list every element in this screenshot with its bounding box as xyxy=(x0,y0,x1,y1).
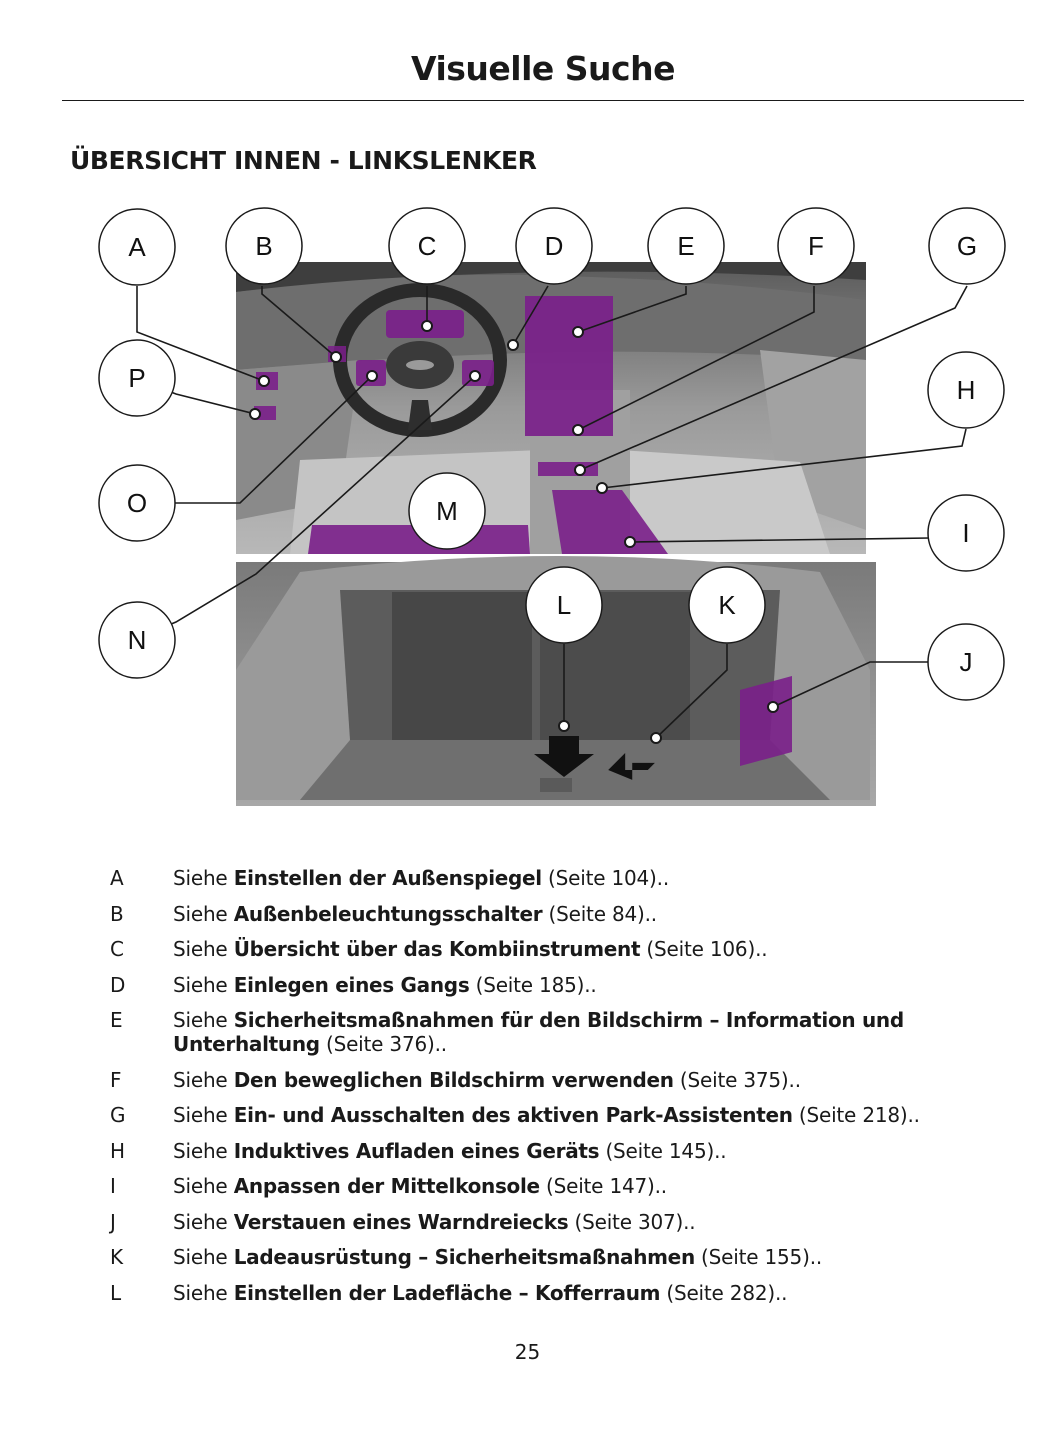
interior-illustration: A B C D E F G H I J K L M N O P xyxy=(98,207,1006,806)
callout-i: I xyxy=(962,518,969,548)
legend-key: A xyxy=(110,866,124,890)
legend-item: C Siehe Übersicht über das Kombiinstrume… xyxy=(108,937,1008,961)
legend-item: I Siehe Anpassen der Mittelkonsole (Seit… xyxy=(108,1174,1008,1198)
legend-item: A Siehe Einstellen der Außenspiegel (Sei… xyxy=(108,866,1008,890)
callout-a: A xyxy=(128,232,146,262)
legend-link[interactable]: Ein- und Ausschalten des aktiven Park-As… xyxy=(233,1103,793,1127)
legend-key: H xyxy=(110,1138,125,1163)
callout-k: K xyxy=(718,590,736,620)
callout-n: N xyxy=(128,625,147,655)
legend-item: L Siehe Einstellen der Ladefläche – Koff… xyxy=(108,1281,1008,1305)
legend-link[interactable]: Einstellen der Außenspiegel xyxy=(233,866,542,890)
callout-f: F xyxy=(808,231,824,261)
legend-key: C xyxy=(110,937,124,961)
legend-item: D Siehe Einlegen eines Gangs (Seite 185)… xyxy=(108,973,1008,997)
callout-h: H xyxy=(957,375,976,405)
legend-key: K xyxy=(110,1245,123,1269)
callout-c: C xyxy=(418,231,437,261)
page-title: Visuelle Suche xyxy=(411,49,675,88)
legend-key: G xyxy=(110,1103,126,1127)
arrow-diagonal-icon xyxy=(608,753,655,780)
interior-overview-figure: A B C D E F G H I J K L M N O P xyxy=(0,200,1055,820)
callout-o: O xyxy=(127,488,147,518)
legend-key: D xyxy=(110,972,126,997)
legend-item: J Siehe Verstauen eines Warndreiecks (Se… xyxy=(108,1210,1008,1234)
highlight-warning-triangle-storage xyxy=(740,676,792,766)
callout-p: P xyxy=(128,363,145,393)
legend-link[interactable]: Verstauen eines Warndreiecks xyxy=(233,1209,569,1234)
legend-text: Siehe Ein- und Ausschalten des aktiven P… xyxy=(173,1103,920,1127)
legend-text: Siehe Den beweglichen Bildschirm verwend… xyxy=(173,1067,801,1092)
legend-key: E xyxy=(110,1008,123,1032)
legend-link[interactable]: Ladeausrüstung – Sicherheitsmaßnahmen xyxy=(233,1245,695,1269)
legend-text: Siehe Einlegen eines Gangs (Seite 185).. xyxy=(173,972,597,997)
legend-item: E Siehe Sicherheitsmaßnahmen für den Bil… xyxy=(108,1008,1008,1056)
section-title: ÜBERSICHT INNEN - LINKSLENKER xyxy=(70,146,537,175)
legend-item: F Siehe Den beweglichen Bildschirm verwe… xyxy=(108,1068,1008,1092)
callout-g: G xyxy=(957,231,977,261)
callout-circles xyxy=(98,207,1006,701)
callout-d: D xyxy=(545,231,564,261)
legend-key: I xyxy=(110,1174,116,1198)
legend-key: B xyxy=(110,901,124,926)
legend-key: L xyxy=(110,1280,121,1305)
arrow-down-icon xyxy=(534,736,594,777)
callout-b: B xyxy=(255,231,272,261)
legend-text: Siehe Einstellen der Außenspiegel (Seite… xyxy=(173,866,669,890)
legend-text: Siehe Induktives Aufladen eines Geräts (… xyxy=(173,1138,727,1163)
legend-link[interactable]: Induktives Aufladen eines Geräts xyxy=(233,1138,600,1163)
leader-dots xyxy=(249,320,779,744)
highlight-touchscreen xyxy=(525,296,613,436)
legend-link[interactable]: Einlegen eines Gangs xyxy=(233,972,470,997)
callout-j: J xyxy=(960,647,973,677)
page-header: Visuelle Suche xyxy=(62,44,1024,101)
legend-text: Siehe Verstauen eines Warndreiecks (Seit… xyxy=(173,1209,696,1234)
callout-m: M xyxy=(436,496,458,526)
legend-list: A Siehe Einstellen der Außenspiegel (Sei… xyxy=(108,866,1008,1316)
legend-text: Siehe Ladeausrüstung – Sicherheitsmaßnah… xyxy=(173,1245,823,1269)
legend-link[interactable]: Übersicht über das Kombiinstrument xyxy=(233,937,641,961)
legend-item: G Siehe Ein- und Ausschalten des aktiven… xyxy=(108,1103,1008,1127)
legend-link[interactable]: Anpassen der Mittelkonsole xyxy=(233,1174,540,1198)
legend-link[interactable]: Sicherheitsmaßnahmen für den Bildschirm … xyxy=(173,1008,904,1056)
callout-l: L xyxy=(557,590,571,620)
legend-item: B Siehe Außenbeleuchtungsschalter (Seite… xyxy=(108,902,1008,926)
legend-link[interactable]: Außenbeleuchtungsschalter xyxy=(233,901,543,926)
page-number: 25 xyxy=(514,1340,541,1364)
legend-item: K Siehe Ladeausrüstung – Sicherheitsmaßn… xyxy=(108,1245,1008,1269)
legend-item: H Siehe Induktives Aufladen eines Geräts… xyxy=(108,1139,1008,1163)
callout-e: E xyxy=(677,231,694,261)
cabin-illustration xyxy=(236,262,866,554)
legend-text: Siehe Einstellen der Ladefläche – Koffer… xyxy=(173,1280,788,1305)
legend-link[interactable]: Einstellen der Ladefläche – Kofferraum xyxy=(233,1280,661,1305)
legend-text: Siehe Sicherheitsmaßnahmen für den Bilds… xyxy=(173,1008,904,1056)
legend-link[interactable]: Den beweglichen Bildschirm verwenden xyxy=(233,1067,674,1092)
legend-text: Siehe Übersicht über das Kombiinstrument… xyxy=(173,937,768,961)
legend-key: J xyxy=(110,1209,116,1234)
legend-text: Siehe Anpassen der Mittelkonsole (Seite … xyxy=(173,1174,667,1198)
legend-text: Siehe Außenbeleuchtungsschalter (Seite 8… xyxy=(173,901,657,926)
legend-key: F xyxy=(110,1067,122,1092)
